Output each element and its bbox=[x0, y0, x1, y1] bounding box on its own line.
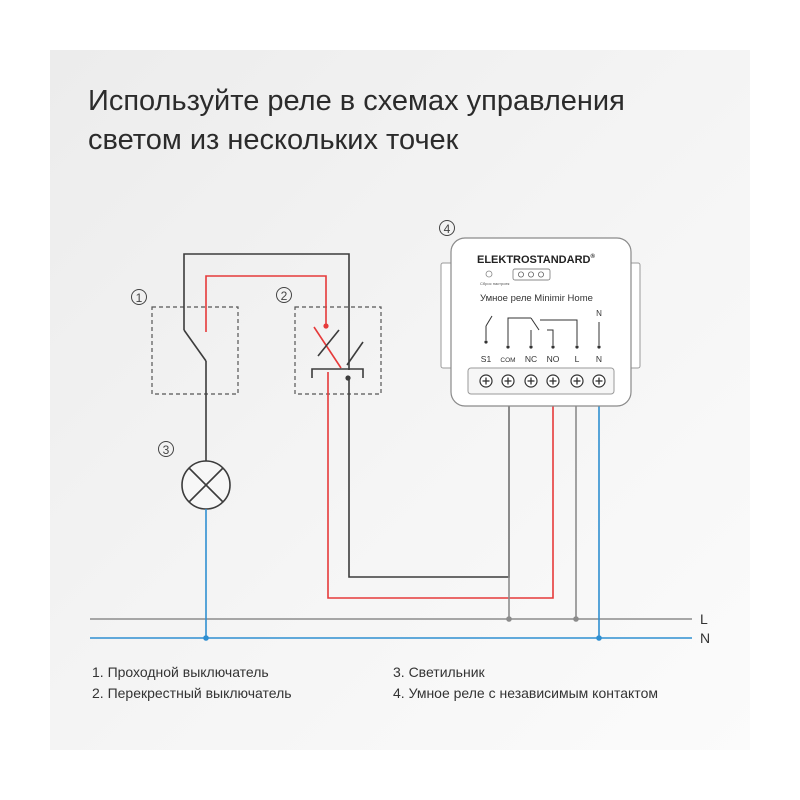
switch-1-box bbox=[151, 306, 239, 395]
legend-item-2: 2. Перекрестный выключатель bbox=[92, 685, 292, 701]
marker-4-ring bbox=[439, 220, 455, 236]
legend-right: 3. Светильник 4. Умное реле с независимы… bbox=[393, 662, 658, 704]
switch-2-box bbox=[294, 306, 382, 395]
terminal-label-com: COM bbox=[500, 357, 515, 364]
terminal-label-s1: S1 bbox=[481, 354, 492, 364]
neutral-bus-label: N bbox=[700, 630, 710, 646]
switch-1-lever bbox=[183, 329, 207, 362]
background-panel bbox=[50, 50, 750, 750]
relay-neutral-label: N bbox=[596, 309, 602, 318]
switch-2-node-red bbox=[323, 323, 329, 329]
title-line-1: Используйте реле в схемах управления bbox=[88, 85, 625, 117]
marker-3: 3 bbox=[163, 443, 170, 457]
node-l-2 bbox=[573, 616, 579, 622]
marker-1-ring bbox=[131, 289, 147, 305]
switch-2-lever bbox=[346, 341, 364, 366]
lamp-neutral-node bbox=[203, 635, 209, 641]
switch-2-bridge bbox=[311, 368, 364, 378]
terminal-label-l: L bbox=[575, 354, 580, 364]
legend-item-4: 4. Умное реле с независимым контактом bbox=[393, 685, 658, 701]
marker-2-ring bbox=[276, 287, 292, 303]
switch-2-contact-a bbox=[313, 326, 342, 369]
relay-internal-dots bbox=[484, 340, 601, 349]
marker-2: 2 bbox=[281, 289, 288, 303]
legend-item-3: 3. Светильник bbox=[393, 664, 485, 680]
node-n bbox=[596, 635, 602, 641]
wire-dark-upper bbox=[183, 253, 350, 370]
legend-item-1: 1. Проходной выключатель bbox=[92, 664, 269, 680]
marker-3-ring bbox=[158, 441, 174, 457]
terminal-screw-icons bbox=[479, 374, 606, 388]
led-indicator-icon bbox=[512, 268, 551, 281]
relay-brand: ELEKTROSTANDARD® bbox=[477, 253, 595, 266]
reset-button-icon bbox=[485, 270, 493, 278]
line-bus-label: L bbox=[700, 611, 708, 627]
title-line-2: светом из нескольких точек bbox=[88, 124, 459, 156]
legend-left: 1. Проходной выключатель 2. Перекрестный… bbox=[92, 662, 292, 704]
relay-internal-circuit bbox=[485, 315, 600, 345]
terminal-label-no: NO bbox=[547, 354, 560, 364]
wire-dark-lower bbox=[348, 378, 510, 578]
terminal-label-nc: NC bbox=[525, 354, 537, 364]
marker-4: 4 bbox=[444, 222, 451, 236]
wire-red-upper bbox=[205, 275, 327, 332]
diagram-title: Используйте реле в схемах управления све… bbox=[88, 82, 625, 160]
terminal-label-n: N bbox=[596, 354, 602, 364]
lamp-icon bbox=[181, 460, 231, 510]
node-l-1 bbox=[506, 616, 512, 622]
relay-model: Умное реле Minimir Home bbox=[480, 293, 593, 304]
marker-1: 1 bbox=[136, 291, 143, 305]
reset-button-caption: Сброс настроек bbox=[480, 281, 510, 286]
switch-2-contact-b bbox=[317, 329, 340, 357]
switch-2-node-dark bbox=[345, 375, 351, 381]
wire-red-lower bbox=[327, 372, 554, 599]
